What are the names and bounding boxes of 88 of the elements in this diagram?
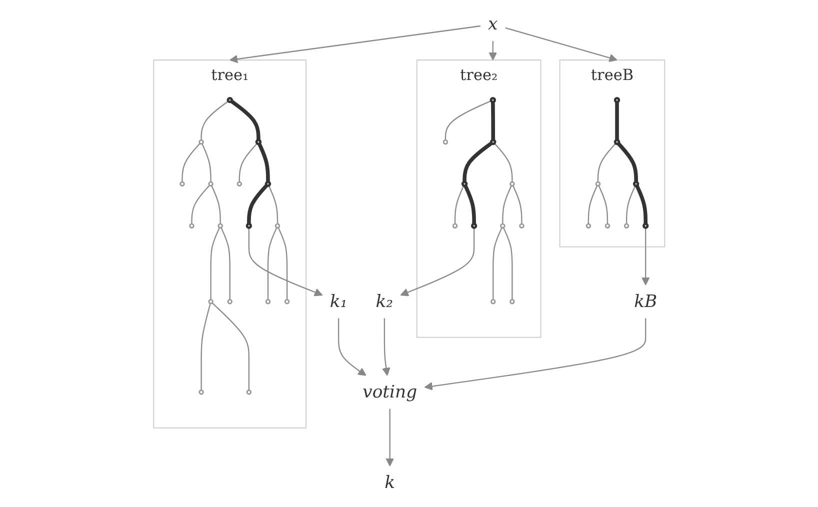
node-circle: [490, 299, 496, 304]
node-circle: [586, 223, 591, 228]
node-circle: [642, 222, 649, 229]
connector: [257, 142, 270, 182]
connector: [181, 143, 200, 182]
node-circle: [470, 222, 477, 229]
node-circle: [274, 223, 280, 228]
arrow: [505, 27, 618, 62]
node-text: k: [384, 472, 395, 493]
arrow: [641, 228, 650, 286]
connector: [463, 184, 476, 224]
node-circle: [461, 180, 468, 188]
node-circle: [188, 223, 194, 228]
connector: [246, 184, 268, 224]
node-circle: [264, 180, 271, 188]
connector: [238, 143, 258, 182]
arrow: [488, 40, 497, 60]
node-text: k₂: [376, 292, 393, 312]
connector: [634, 184, 648, 224]
node-circle: [490, 96, 496, 104]
node-circle: [509, 299, 515, 304]
node-circle: [632, 180, 639, 188]
arrow: [385, 408, 394, 466]
node-circle: [226, 96, 233, 104]
connector: [267, 227, 278, 300]
connector: [200, 100, 228, 140]
node-circle: [614, 138, 620, 146]
connector: [598, 185, 608, 224]
arrow: [400, 228, 474, 296]
node-circle: [255, 138, 262, 146]
node-circle: [442, 139, 448, 145]
connector: [614, 102, 619, 140]
connector: [626, 185, 636, 224]
node-circle: [604, 223, 610, 228]
cluster: tree₁: [152, 60, 306, 428]
connector: [454, 185, 464, 224]
node-circle: [179, 181, 185, 187]
connector: [278, 227, 288, 300]
node-text: k₁: [330, 292, 348, 312]
node-circle: [246, 222, 252, 229]
connector: [492, 227, 502, 300]
connector: [588, 185, 598, 224]
node-text: voting: [362, 382, 417, 402]
node-circle: [500, 223, 506, 228]
node-text: x: [488, 14, 498, 34]
node-circle: [595, 181, 600, 187]
node-circle: [198, 390, 204, 395]
node-circle: [236, 181, 242, 187]
node-text: kB: [634, 292, 657, 312]
connector: [210, 185, 221, 224]
arrow: [338, 318, 366, 376]
node-circle: [452, 223, 458, 228]
connector: [212, 302, 250, 390]
connector: [490, 102, 495, 140]
connector: [616, 142, 638, 182]
node-circle: [265, 299, 270, 304]
node-circle: [227, 299, 232, 304]
connector: [444, 100, 492, 140]
arrow: [424, 318, 646, 390]
node-circle: [198, 139, 204, 145]
connector: [201, 144, 212, 182]
node-circle: [509, 181, 515, 187]
cluster: treeB: [559, 60, 665, 248]
node-circle: [490, 138, 496, 146]
connector: [210, 227, 220, 300]
node-circle: [208, 181, 214, 187]
arrow: [248, 228, 322, 296]
connector: [190, 184, 210, 224]
arrow: [382, 318, 390, 376]
cluster: tree₂: [416, 60, 542, 338]
arrow: [229, 25, 480, 64]
connector: [512, 185, 522, 224]
node-circle: [218, 223, 223, 228]
node-circle: [284, 299, 290, 304]
node-circle: [246, 390, 252, 395]
connector: [597, 143, 616, 182]
connector: [230, 100, 260, 140]
connector: [502, 227, 513, 300]
connector: [268, 185, 278, 224]
node-circle: [624, 223, 629, 228]
connector: [200, 303, 211, 390]
connector: [220, 227, 230, 300]
connector: [462, 142, 493, 182]
node-circle: [518, 223, 524, 228]
node-circle: [614, 96, 620, 104]
connector: [494, 143, 513, 182]
connector: [502, 185, 512, 224]
node-circle: [208, 299, 214, 304]
